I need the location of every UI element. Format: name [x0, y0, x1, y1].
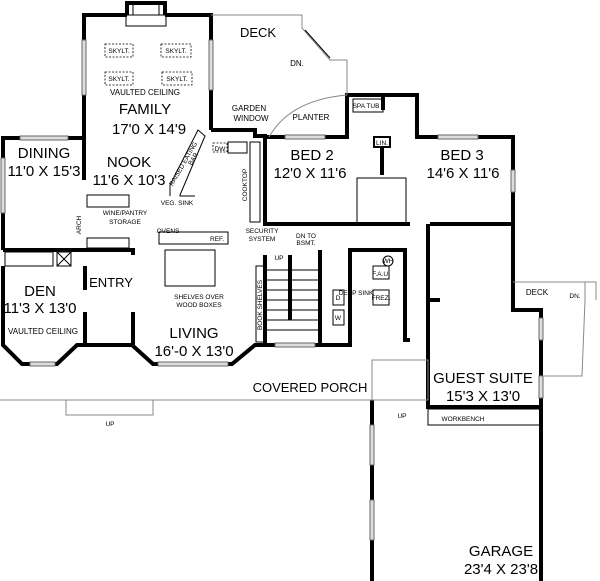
- entry-name: ENTRY: [89, 275, 133, 290]
- garden-window-label: WINDOW: [233, 114, 269, 123]
- bed2-size: 12'0 X 11'6: [273, 165, 346, 182]
- wine-pantry-label: WINE/PANTRY: [103, 210, 148, 217]
- veg-sink-label: VEG. SINK: [161, 200, 194, 207]
- bed2-name: BED 2: [290, 147, 333, 164]
- skylight-label: SKYLT.: [165, 48, 186, 55]
- fixture-labels: DECK DN. GARDEN WINDOW PLANTER SPA TUB L…: [76, 25, 581, 428]
- deck-dn-label: DN.: [290, 59, 304, 68]
- den-size: 11'3 X 13'0: [3, 300, 76, 317]
- planter-label: PLANTER: [293, 113, 330, 122]
- covered-porch-label: COVERED PORCH: [253, 380, 368, 395]
- freezer-label: FREZ.: [372, 295, 391, 302]
- garden-window-label: GARDEN: [232, 104, 266, 113]
- water-heater-label: WH: [383, 258, 394, 265]
- covered-porch: [0, 359, 429, 416]
- family-size: 17'0 X 14'9: [112, 121, 186, 138]
- family-name: FAMILY: [119, 101, 171, 118]
- skylight-label: SKYLT.: [108, 76, 129, 83]
- security-label: SECURITY: [246, 228, 280, 235]
- skylight-label: SKYLT.: [166, 76, 187, 83]
- living-name: LIVING: [169, 325, 218, 342]
- arch-label: ARCH: [76, 215, 83, 234]
- dining-size: 11'0 X 15'3: [7, 163, 80, 180]
- fau-label: F.A.U.: [372, 271, 390, 278]
- linen-label: LIN.: [376, 140, 388, 147]
- family-note: VAULTED CEILING: [110, 88, 180, 97]
- wine-pantry-label: STORAGE: [109, 219, 141, 226]
- stairs: [267, 269, 318, 331]
- shelves-label: SHELVES OVER: [174, 294, 224, 301]
- living-size: 16'-0 X 13'0: [154, 343, 233, 360]
- deck-label: DECK: [240, 25, 276, 40]
- den-name: DEN: [24, 283, 56, 300]
- side-deck: [513, 281, 597, 377]
- kitchen: [86, 129, 261, 287]
- dn-bsmt-label: BSMT.: [296, 240, 315, 247]
- ref-label: REF.: [210, 236, 224, 243]
- bed3-size: 14'6 X 11'6: [426, 165, 499, 182]
- den-note: VAULTED CEILING: [8, 327, 78, 336]
- garage-name: GARAGE: [469, 543, 533, 560]
- side-deck-label: DECK: [526, 288, 549, 297]
- skylight-label: SKYLT.: [108, 48, 129, 55]
- garage-size: 23'4 X 23'8: [464, 561, 538, 578]
- shelves-label: WOOD BOXES: [176, 302, 222, 309]
- nook-name: NOOK: [107, 154, 151, 171]
- workbench-label: WORKBENCH: [442, 416, 485, 423]
- porch-up-label: UP: [105, 421, 114, 428]
- ovens-label: OVENS: [157, 228, 180, 235]
- bed3-name: BED 3: [440, 147, 483, 164]
- dishwasher-label: DW: [215, 146, 227, 153]
- dryer-label: D: [336, 295, 341, 302]
- deep-sink-label: DEEP SINK: [339, 290, 374, 297]
- skylights: SKYLT. SKYLT. SKYLT. SKYLT.: [104, 43, 193, 86]
- security-label: SYSTEM: [249, 236, 276, 243]
- guest-size: 15'3 X 13'0: [446, 388, 520, 405]
- garage-up-label: UP: [397, 413, 406, 420]
- dn-bsmt-label: DN TO: [296, 233, 316, 240]
- nook-size: 11'6 X 10'3: [92, 172, 165, 189]
- side-deck-dn-label: DN.: [569, 293, 580, 300]
- rear-deck: [211, 14, 348, 138]
- washer-label: W: [335, 315, 342, 322]
- stairs-up-label: UP: [274, 255, 283, 262]
- exterior-walls: [0, 13, 544, 581]
- dining-name: DINING: [18, 145, 71, 162]
- cooktop-label: COOKTOP: [242, 169, 249, 201]
- family-fireplace: [125, 1, 167, 27]
- guest-name: GUEST SUITE: [433, 370, 533, 387]
- book-shelves-label: BOOK SHELVES: [257, 279, 264, 330]
- spa-tub-label: SPA TUB: [353, 103, 380, 110]
- room-labels: VAULTED CEILING FAMILY 17'0 X 14'9 DININ…: [3, 88, 538, 578]
